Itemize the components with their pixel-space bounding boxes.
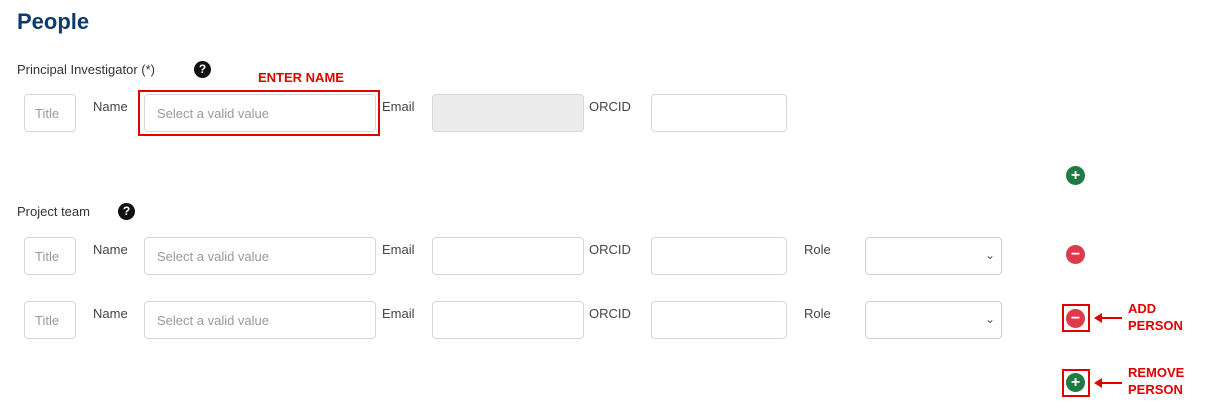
pi-name-label: Name <box>93 99 128 114</box>
pi-orcid-label: ORCID <box>589 99 631 114</box>
arrow-left-icon <box>1094 313 1102 323</box>
project-team-label: Project team <box>17 204 90 219</box>
enter-name-highlight <box>138 90 380 136</box>
minus-circle-icon: − <box>1070 310 1081 327</box>
chevron-down-icon: ⌄ <box>984 312 995 326</box>
team-email-input[interactable] <box>432 237 584 275</box>
team-email-label: Email <box>382 242 415 257</box>
pi-orcid-input[interactable] <box>651 94 787 132</box>
add-person-highlight <box>1062 304 1090 332</box>
team-role-label: Role <box>804 242 831 257</box>
minus-circle-icon: − <box>1070 246 1081 263</box>
team-title-input[interactable] <box>24 301 76 339</box>
chevron-down-icon: ⌄ <box>984 248 995 262</box>
pi-email-input <box>432 94 584 132</box>
team-orcid-label: ORCID <box>589 242 631 257</box>
team-name-label: Name <box>93 306 128 321</box>
plus-circle-icon: + <box>1070 374 1081 391</box>
team-orcid-input[interactable] <box>651 301 787 339</box>
team-orcid-input[interactable] <box>651 237 787 275</box>
remove-person-button[interactable]: − <box>1066 309 1085 328</box>
team-orcid-label: ORCID <box>589 306 631 321</box>
arrow-left-icon <box>1094 378 1102 388</box>
add-person-button[interactable]: + <box>1066 373 1085 392</box>
pi-title-input[interactable] <box>24 94 76 132</box>
team-name-input[interactable] <box>144 301 376 339</box>
add-person-button[interactable]: + <box>1066 166 1085 185</box>
remove-person-highlight <box>1062 369 1090 397</box>
enter-name-callout: ENTER NAME <box>258 70 344 85</box>
question-circle-icon[interactable]: ? <box>194 61 211 78</box>
team-role-label: Role <box>804 306 831 321</box>
team-title-input[interactable] <box>24 237 76 275</box>
pi-name-input[interactable] <box>144 94 376 132</box>
team-name-label: Name <box>93 242 128 257</box>
arrow-line <box>1100 382 1122 384</box>
plus-circle-icon: + <box>1070 167 1081 184</box>
team-role-select[interactable]: ⌄ <box>865 237 1002 275</box>
remove-person-callout: REMOVE PERSON <box>1128 365 1185 397</box>
page-title: People <box>17 9 90 34</box>
team-email-label: Email <box>382 306 415 321</box>
team-email-input[interactable] <box>432 301 584 339</box>
arrow-line <box>1100 317 1122 319</box>
team-role-select[interactable]: ⌄ <box>865 301 1002 339</box>
add-person-callout: ADD PERSON <box>1128 301 1183 333</box>
team-name-input[interactable] <box>144 237 376 275</box>
question-circle-icon[interactable]: ? <box>118 203 135 220</box>
principal-investigator-label: Principal Investigator (*) <box>17 62 155 77</box>
remove-person-button[interactable]: − <box>1066 245 1085 264</box>
pi-email-label: Email <box>382 99 415 114</box>
